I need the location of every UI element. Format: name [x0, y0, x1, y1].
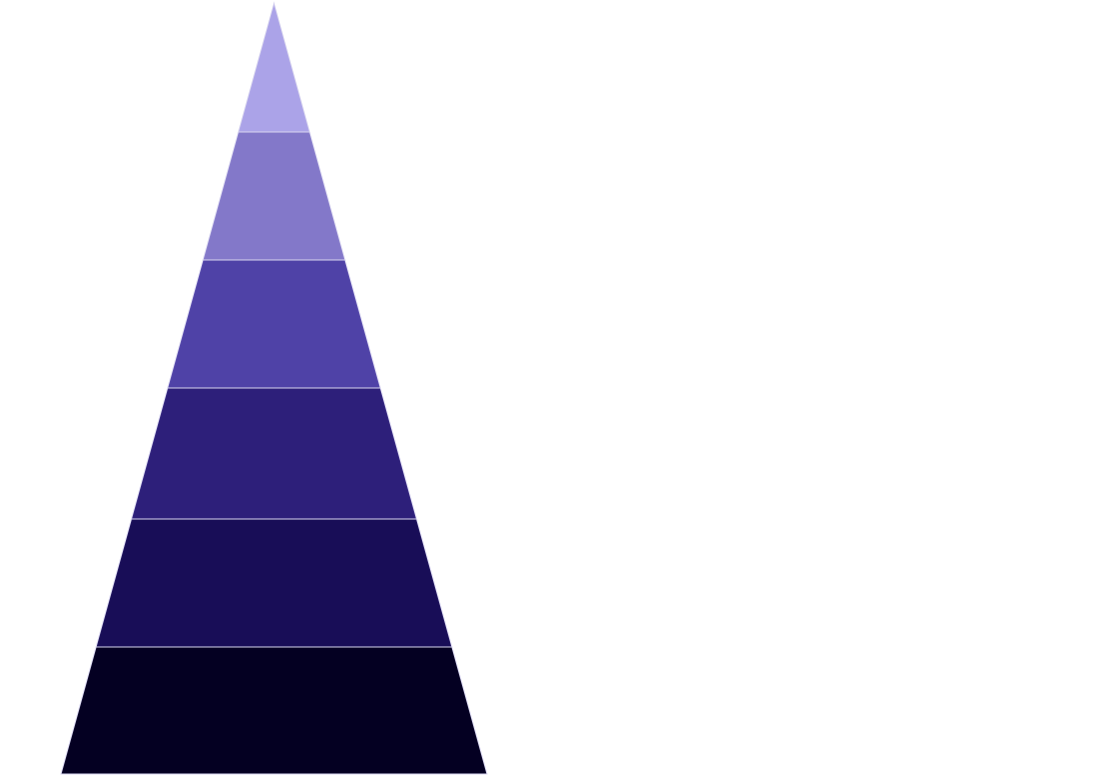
pyramid-tier-3	[166, 259, 382, 389]
pyramid-tier-6	[60, 646, 488, 775]
pyramid-tier-5	[95, 518, 453, 648]
pyramid-tier-1	[237, 1, 311, 133]
pyramid	[60, 1, 488, 775]
pyramid-tier-4	[130, 387, 418, 520]
pyramid-tier-2	[202, 131, 346, 261]
